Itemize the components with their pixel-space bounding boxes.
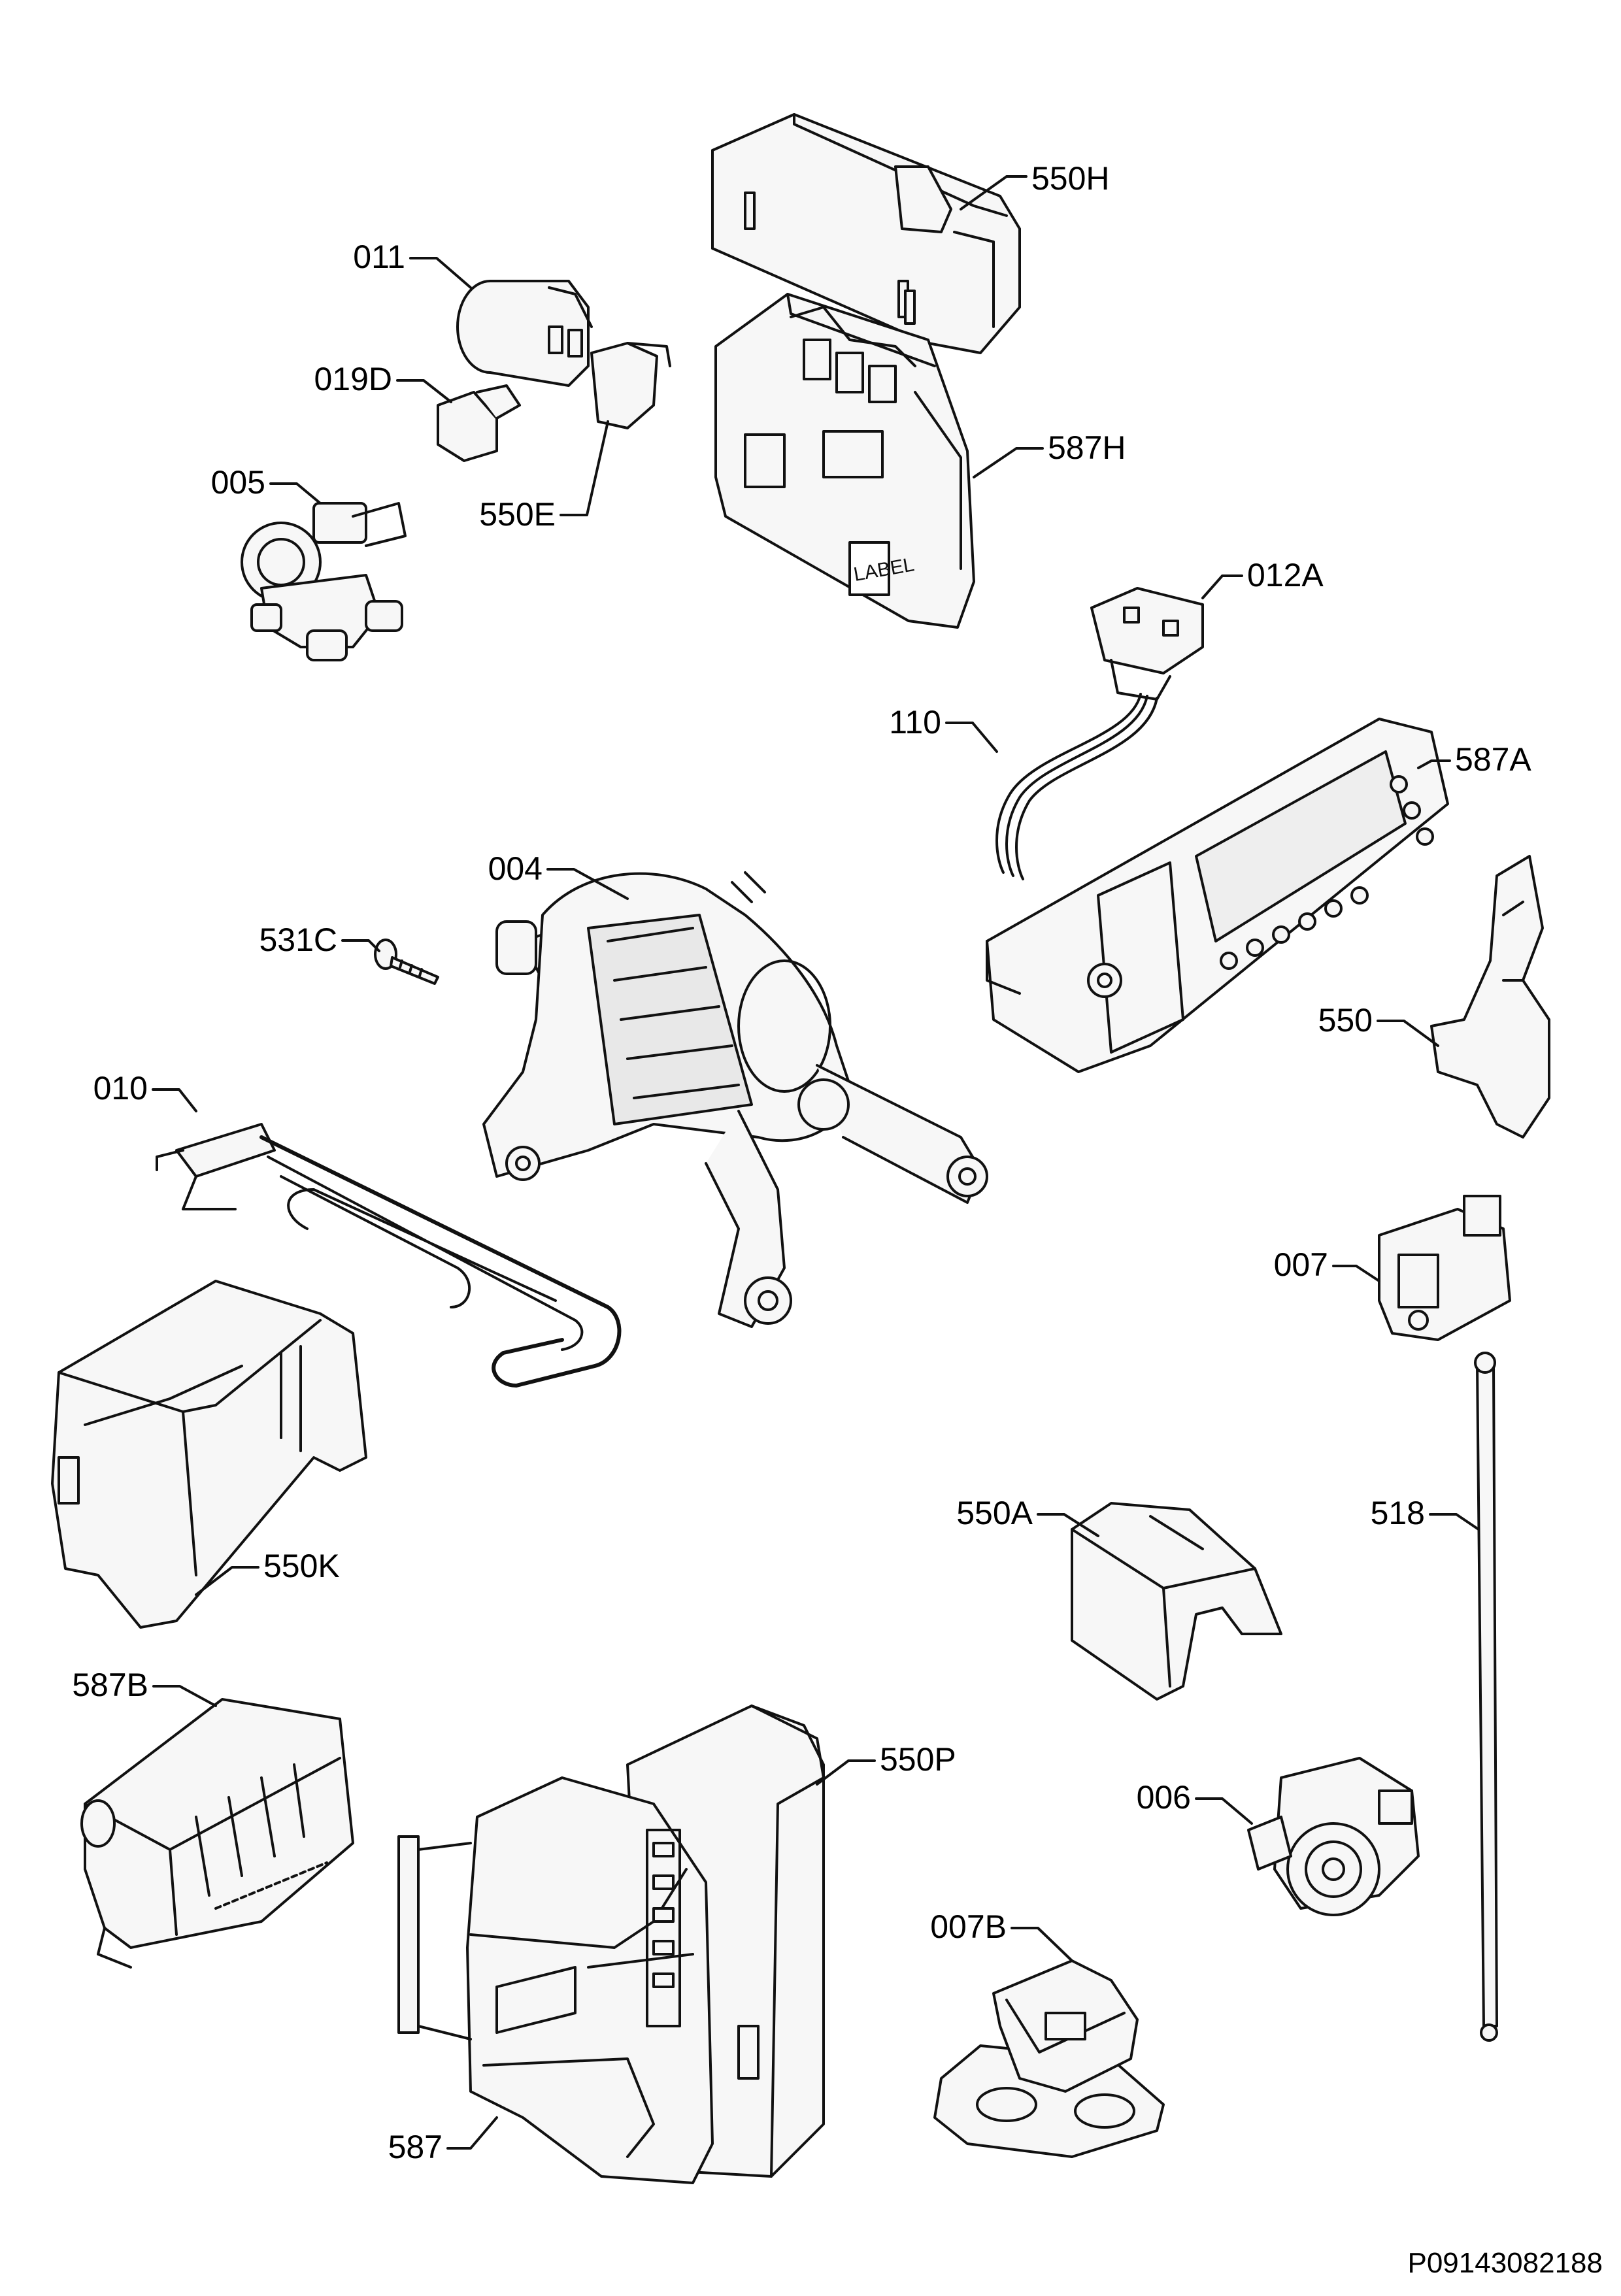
leader-007B (1011, 1927, 1073, 1962)
label-012A: 012A (1247, 557, 1324, 593)
leader-550H (960, 175, 1028, 210)
label-007: 007 (1273, 1246, 1328, 1283)
leader-587 (446, 2116, 498, 2150)
leader-110 (945, 722, 998, 753)
part-004-motor (482, 871, 988, 1328)
part-587H-module: LABEL (714, 293, 975, 629)
part-019D-clips (437, 384, 521, 462)
leader-006 (1195, 1797, 1253, 1825)
label-004: 004 (488, 850, 543, 887)
leader-004 (546, 868, 629, 900)
part-550E-cap (590, 342, 671, 429)
label-531C: 531C (259, 922, 337, 958)
label-587A: 587A (1455, 741, 1531, 778)
label-550P: 550P (880, 1741, 956, 1778)
part-110-wiring (995, 693, 1158, 880)
label-550K: 550K (263, 1548, 340, 1584)
part-587B-module (80, 1698, 354, 1969)
leader-007 (1332, 1265, 1380, 1282)
leader-550E (560, 420, 609, 516)
label-007B: 007B (930, 1908, 1007, 1945)
part-550K-cover (51, 1280, 367, 1629)
leader-550 (1377, 1020, 1439, 1047)
leader-587H (973, 447, 1044, 478)
leader-550P (816, 1759, 876, 1786)
document-id: P09143082188 (1407, 2247, 1603, 2279)
part-005-valve (241, 502, 407, 661)
label-010: 010 (93, 1070, 148, 1106)
part-550H-cover (711, 113, 1021, 354)
label-587B: 587B (72, 1667, 148, 1703)
label-011: 011 (353, 239, 405, 275)
part-531C-screw (374, 939, 439, 985)
part-518-rod (1474, 1352, 1498, 2042)
leader-587A (1417, 759, 1451, 769)
label-005: 005 (210, 464, 265, 501)
leader-012A (1201, 574, 1243, 599)
part-007B-assembly (933, 1959, 1165, 2158)
part-587-main-board (397, 1776, 714, 2184)
part-010-heater (156, 1123, 622, 1388)
label-019D: 019D (314, 361, 392, 397)
label-518: 518 (1370, 1495, 1425, 1531)
label-550H: 550H (1031, 160, 1110, 197)
leader-005 (269, 482, 322, 505)
part-550-bracket (1430, 855, 1550, 1139)
label-110: 110 (889, 704, 941, 740)
leader-518 (1429, 1513, 1480, 1531)
part-587A-board (986, 718, 1449, 1073)
part-006-pump (1247, 1757, 1420, 1916)
label-550A: 550A (956, 1495, 1033, 1531)
part-011-capacitor (456, 280, 593, 387)
leader-550K (195, 1566, 259, 1596)
label-550: 550 (1318, 1002, 1373, 1039)
leader-550A (1037, 1513, 1099, 1537)
leader-019D (396, 379, 452, 403)
label-587H: 587H (1048, 429, 1126, 466)
leader-lines (152, 175, 1480, 2150)
label-006: 006 (1136, 1779, 1191, 1816)
leader-587B (152, 1685, 217, 1707)
leader-011 (409, 257, 472, 289)
leader-531C (341, 939, 380, 952)
leader-010 (152, 1088, 197, 1112)
part-550A-cover (1071, 1502, 1282, 1701)
label-550E: 550E (479, 496, 556, 533)
part-007-door-lock (1378, 1195, 1511, 1341)
label-587: 587 (388, 2129, 443, 2165)
part-012A-switch (1090, 587, 1204, 701)
